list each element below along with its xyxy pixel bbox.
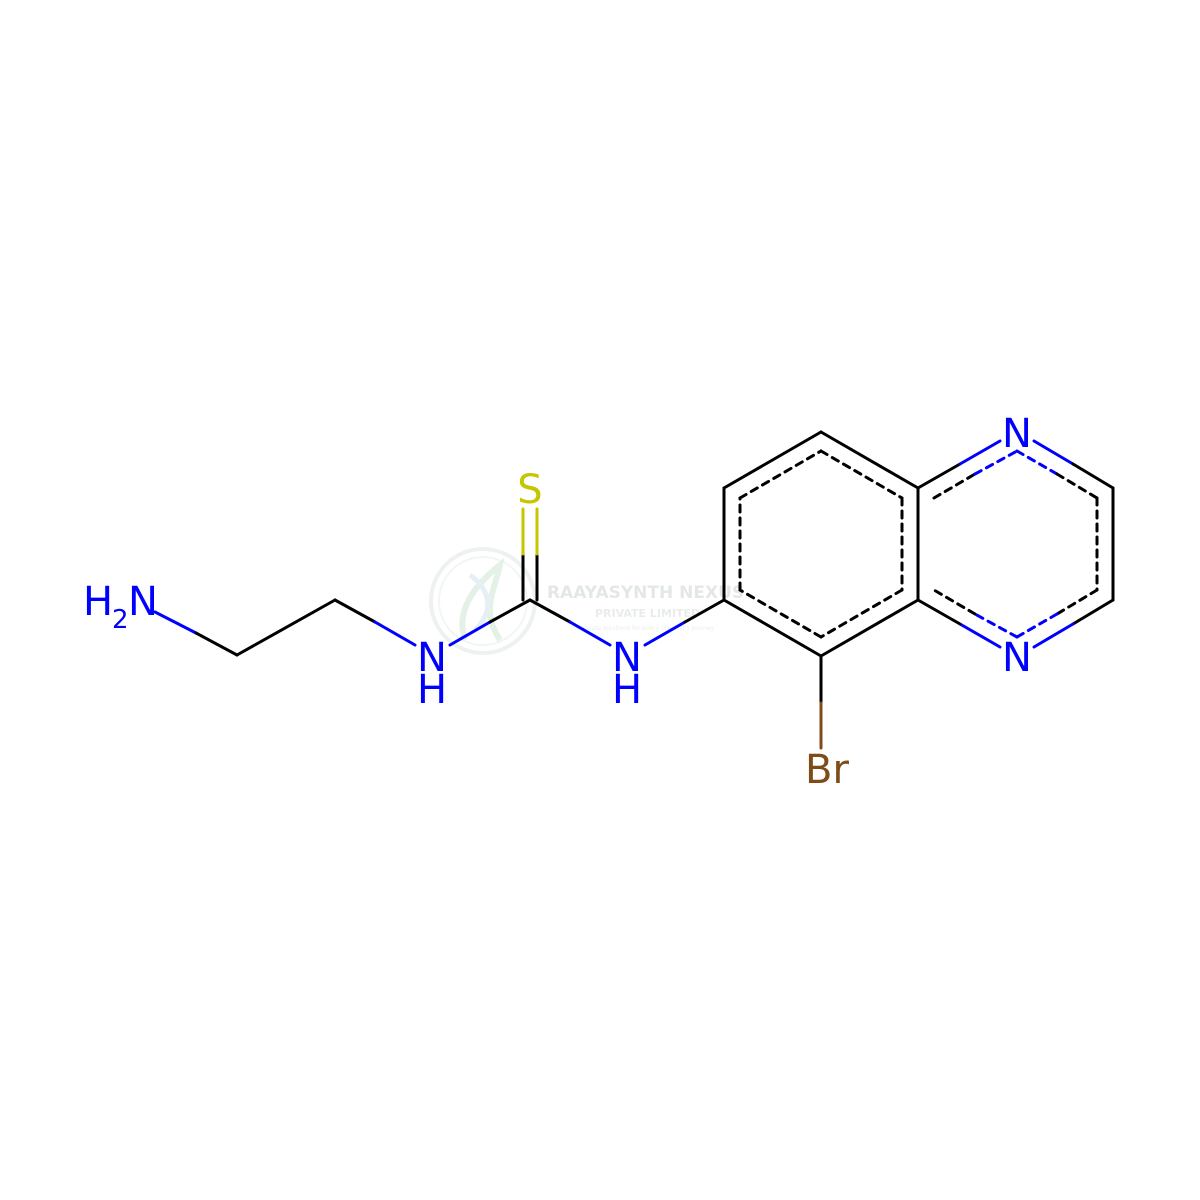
bond-cs-nh <box>528 598 572 624</box>
amine-n-label: N <box>128 579 158 625</box>
ring-bond <box>1071 598 1115 626</box>
ring-bond <box>1032 622 1075 649</box>
watermark-emblem-icon <box>429 547 537 655</box>
ring-bond <box>819 430 920 490</box>
bond-c-nh <box>373 620 417 647</box>
nh1-h-label: H <box>417 667 447 713</box>
benzene-aromatic-dashes <box>738 449 904 639</box>
bond-nh-cs <box>448 620 492 647</box>
ring-bond <box>916 598 962 626</box>
amine-h-count-label: 2 <box>112 605 129 635</box>
ring-bond <box>958 622 1002 649</box>
watermark-logo: RAAYASYNTH NEXUS PRIVATE LIMITED Innovat… <box>429 547 744 655</box>
bond-c-nh <box>333 598 377 624</box>
ring-bond <box>819 598 920 658</box>
ring-bond <box>916 462 962 490</box>
nh2-h-label: H <box>612 667 642 713</box>
bond-c-c <box>235 598 337 657</box>
bromine-label: Br <box>805 747 849 793</box>
atom-labels: H 2 N N H S N H N N Br <box>83 411 1032 793</box>
ring-n-bottom-label: N <box>1002 635 1032 681</box>
watermark-subtitle: PRIVATE LIMITED <box>595 607 700 620</box>
ring-bond <box>722 430 823 490</box>
ring-n-top-label: N <box>1002 411 1032 457</box>
amine-h-label: H <box>83 579 113 625</box>
thione-s-label: S <box>517 467 542 513</box>
bond-nh-cs <box>488 598 532 624</box>
bond-nh-ring <box>683 598 726 624</box>
watermark-tagline: Innovate solutions for every chemist's j… <box>575 625 714 632</box>
ring-bond <box>722 598 823 658</box>
nh1-n-label: N <box>417 635 447 681</box>
pyrazine-aromatic-dashes <box>932 449 1099 639</box>
ring-bond <box>958 439 1002 466</box>
nh2-n-label: N <box>612 635 642 681</box>
watermark-leaf-icon <box>459 557 505 642</box>
watermark-company: RAAYASYNTH NEXUS <box>547 583 744 603</box>
bond-nh2-c <box>194 631 239 657</box>
ring-bond <box>1071 462 1115 490</box>
bond-nh2-c <box>153 610 198 635</box>
bonds <box>153 430 1115 750</box>
ring-bond <box>1032 439 1075 466</box>
bond-cs-nh <box>568 620 612 647</box>
bond-nh-ring <box>643 620 687 647</box>
